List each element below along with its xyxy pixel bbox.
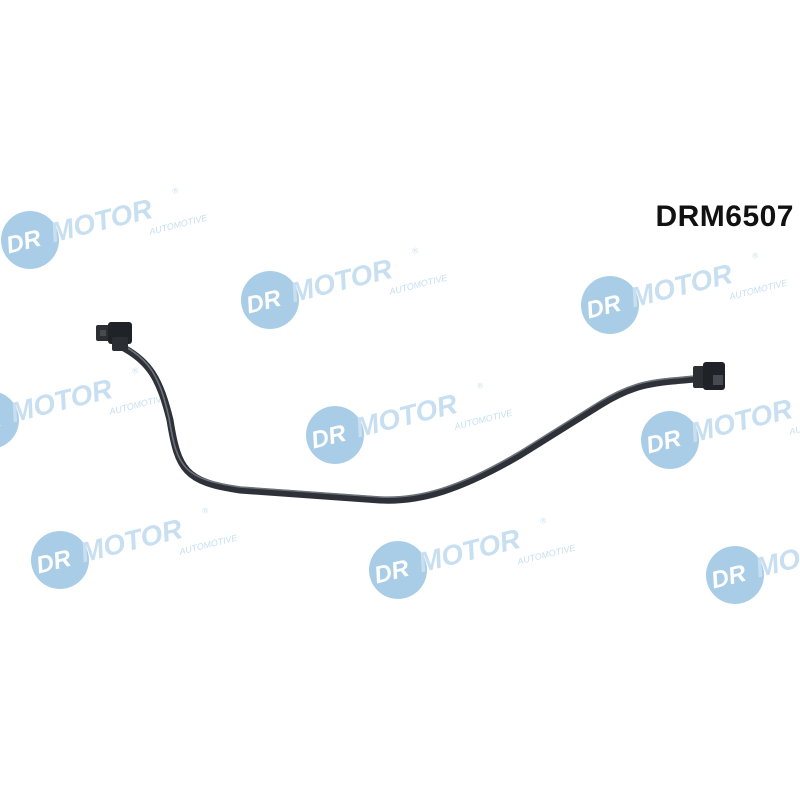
watermark-badge xyxy=(31,531,89,589)
watermark-automotive: AUTOMOTIVE xyxy=(727,277,789,302)
watermark-registered: ® xyxy=(411,246,419,256)
watermark-motor: MOTOR xyxy=(77,513,186,568)
watermark-registered: ® xyxy=(131,366,139,376)
pipe-highlight xyxy=(117,342,706,499)
watermark-badge xyxy=(706,546,764,604)
watermark-badge xyxy=(369,541,427,599)
watermark-badge xyxy=(306,406,364,464)
watermark-motor: MOTOR xyxy=(752,528,800,583)
watermark-badge xyxy=(641,411,699,469)
watermark-automotive: AUTOMOTIVE xyxy=(177,532,239,557)
vacuum-pipe xyxy=(96,322,725,504)
left-connector xyxy=(96,322,132,351)
watermark-motor: MOTOR xyxy=(287,253,396,308)
watermark-motor: MOTOR xyxy=(47,193,156,248)
watermark-motor: MOTOR xyxy=(415,523,524,578)
watermark-registered: ® xyxy=(751,251,759,261)
watermark-automotive: AUTOMOTIVE xyxy=(387,272,449,297)
watermark-automotive: AUTOMOTIVE xyxy=(515,542,577,567)
watermark-motor: MOTOR xyxy=(687,393,796,448)
watermark-badge xyxy=(241,271,299,329)
watermark-badge xyxy=(581,276,639,334)
watermark-registered: ® xyxy=(171,186,179,196)
watermark-motor: MOTOR xyxy=(352,388,461,443)
watermark-registered: ® xyxy=(539,516,547,526)
watermark-automotive: AUTOMOTIVE xyxy=(147,212,209,237)
watermark-registered: ® xyxy=(476,381,484,391)
watermark-motor: MOTOR xyxy=(7,373,116,428)
watermark-badge xyxy=(1,211,59,269)
watermark-motor: MOTOR xyxy=(627,258,736,313)
part-code-label: DRM6507 xyxy=(655,200,794,233)
watermark-badge xyxy=(0,391,19,449)
right-connector xyxy=(693,362,725,390)
watermark-automotive: AUTOMOTIVE xyxy=(452,407,514,432)
watermark-registered: ® xyxy=(201,506,209,516)
